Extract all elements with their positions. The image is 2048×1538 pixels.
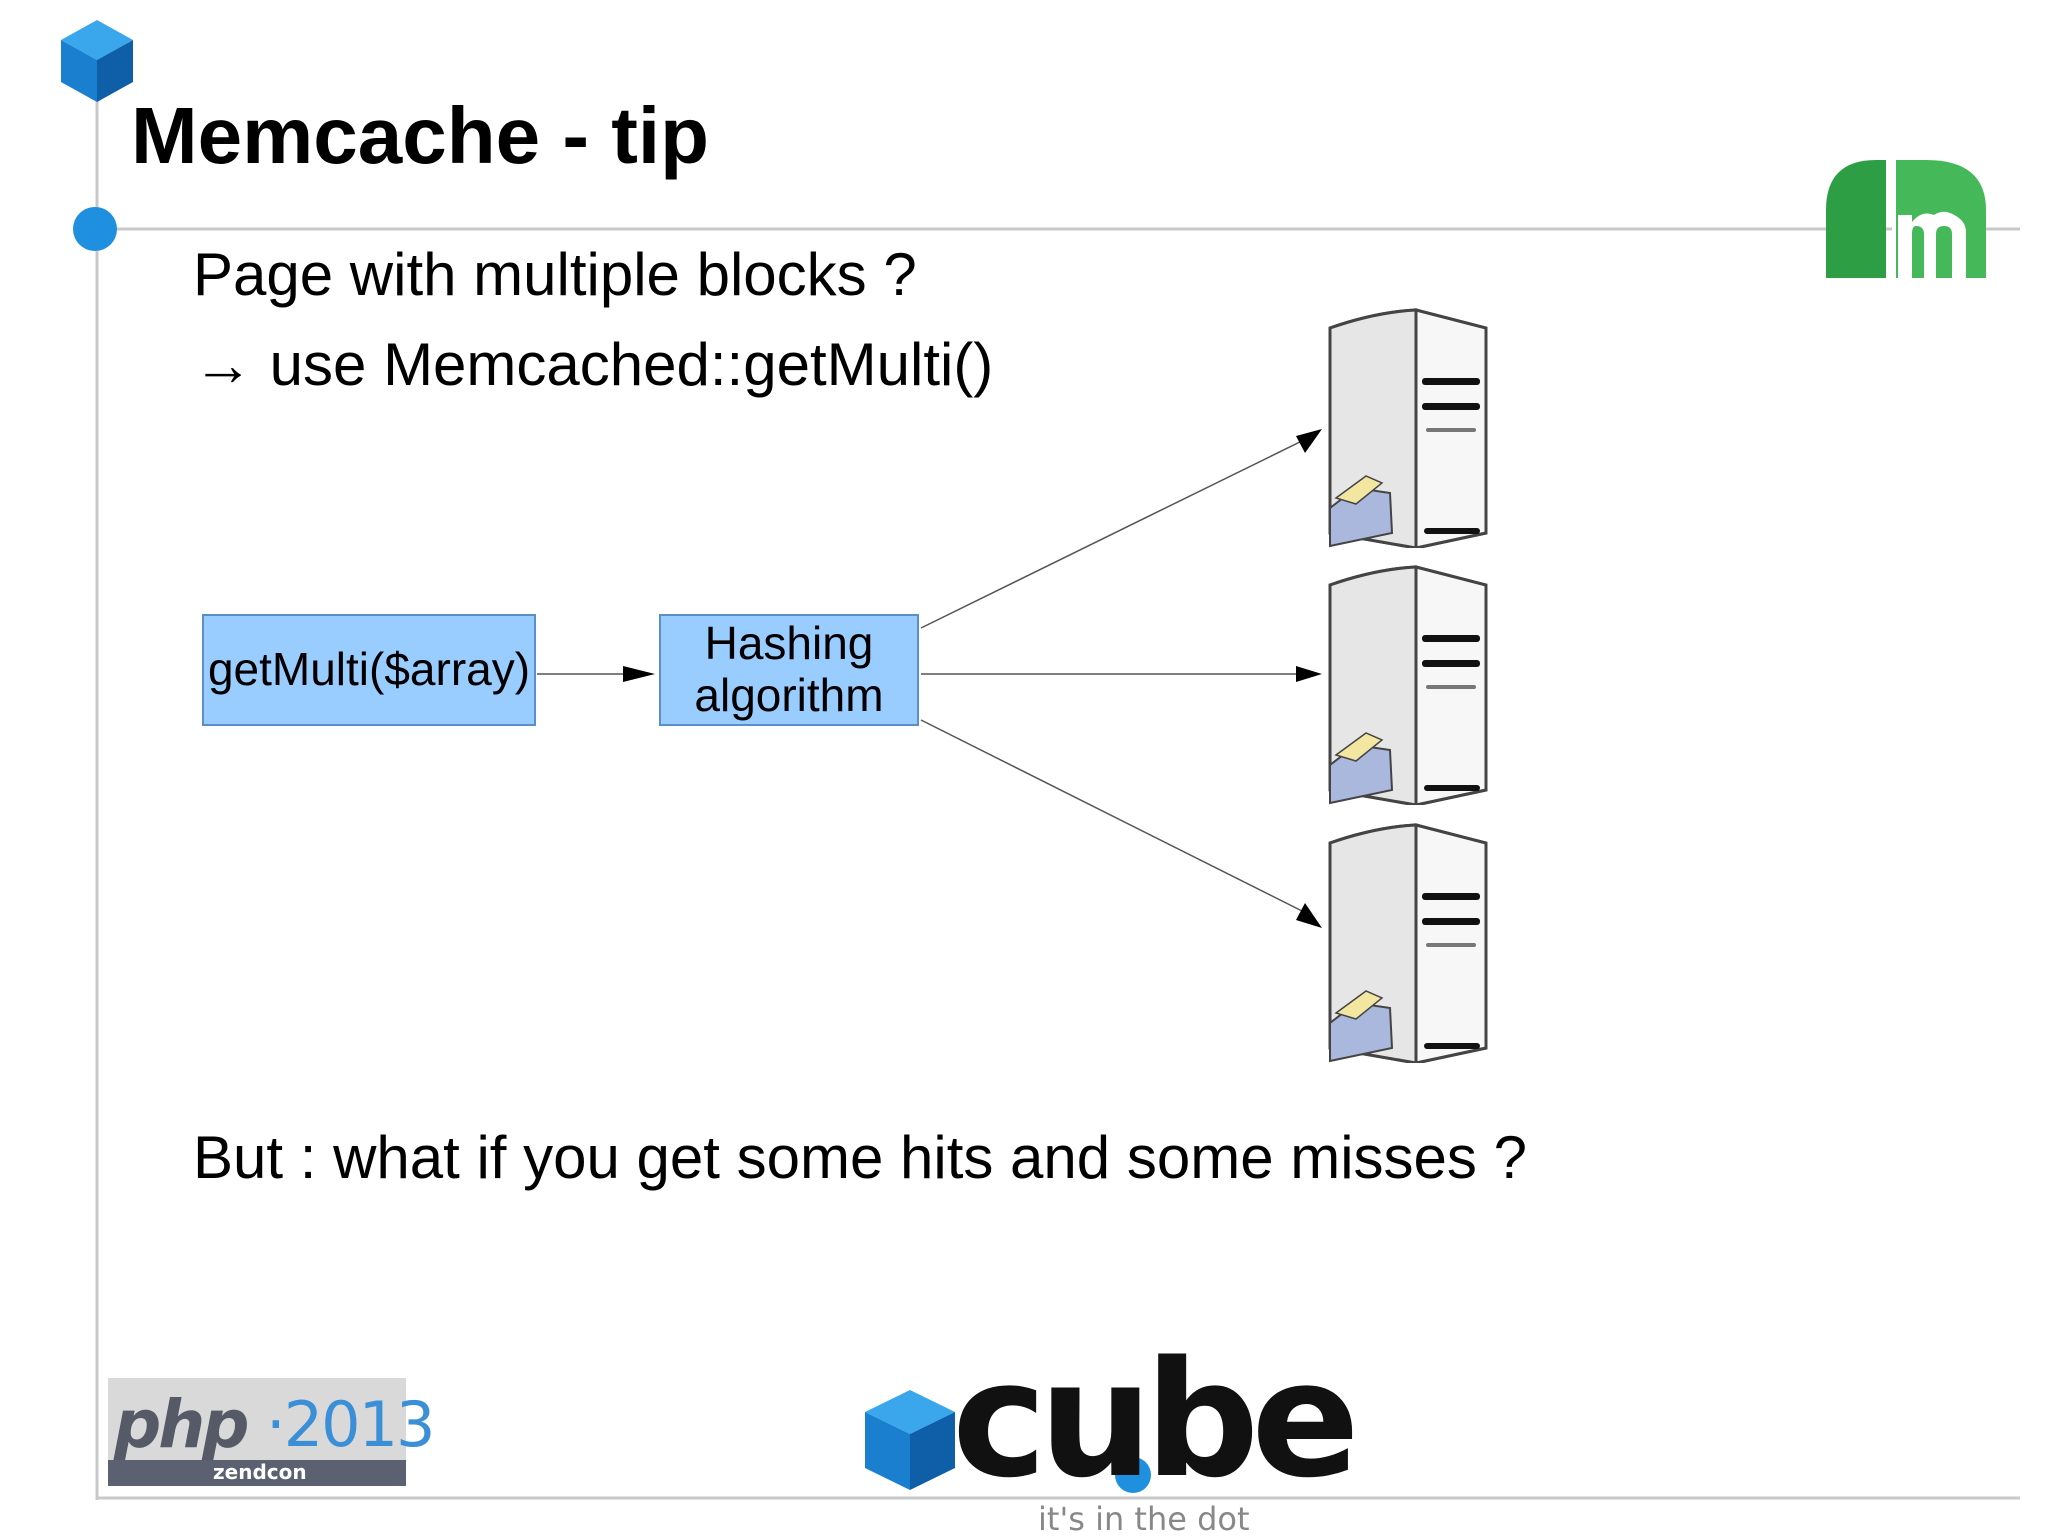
- php-logo-sub: zendcon: [213, 1460, 307, 1484]
- arrow-hash-to-server-top: [920, 436, 1311, 629]
- hashing-label-line1: Hashing: [704, 617, 874, 670]
- arrowhead-server-middle: [1296, 666, 1322, 682]
- php-2013-logo: php ·2013 zendcon: [108, 1378, 435, 1486]
- arrowhead-server-top: [1296, 429, 1322, 453]
- php-logo-text: php: [114, 1386, 249, 1463]
- hashing-algorithm-box: Hashing algorithm: [659, 614, 919, 726]
- bullet-multiple-blocks: Page with multiple blocks ?: [193, 241, 917, 308]
- cube-dot-icon: [1115, 1457, 1151, 1493]
- cube-logo-text: cube: [952, 1326, 1360, 1513]
- server-middle-icon: [1328, 565, 1488, 805]
- bullet-use-getmulti: → use Memcached::getMulti(): [193, 331, 994, 398]
- server-top-icon: [1328, 308, 1488, 548]
- blue-dot: [73, 207, 117, 251]
- php-logo-bar: zendcon: [108, 1460, 406, 1486]
- server-bottom-icon: [1328, 823, 1488, 1063]
- arrow-hash-to-server-bottom: [920, 719, 1311, 916]
- arrowhead-server-bottom: [1296, 903, 1322, 928]
- slide-title: Memcache - tip: [131, 91, 709, 180]
- memcached-logo-icon: [1826, 160, 1986, 278]
- getmulti-box: getMulti($array): [202, 614, 536, 726]
- getmulti-label: getMulti($array): [207, 643, 531, 696]
- cube-logo-icon: [865, 1390, 955, 1490]
- php-logo-year: ·2013: [266, 1388, 435, 1461]
- hashing-label-line2: algorithm: [694, 669, 884, 721]
- cube-logo-tagline: it's in the dot: [1038, 1500, 1250, 1538]
- bullet-hits-misses: But : what if you get some hits and some…: [193, 1124, 1527, 1191]
- cube-icon: [61, 20, 133, 102]
- arrowhead-call-to-hash: [623, 666, 655, 682]
